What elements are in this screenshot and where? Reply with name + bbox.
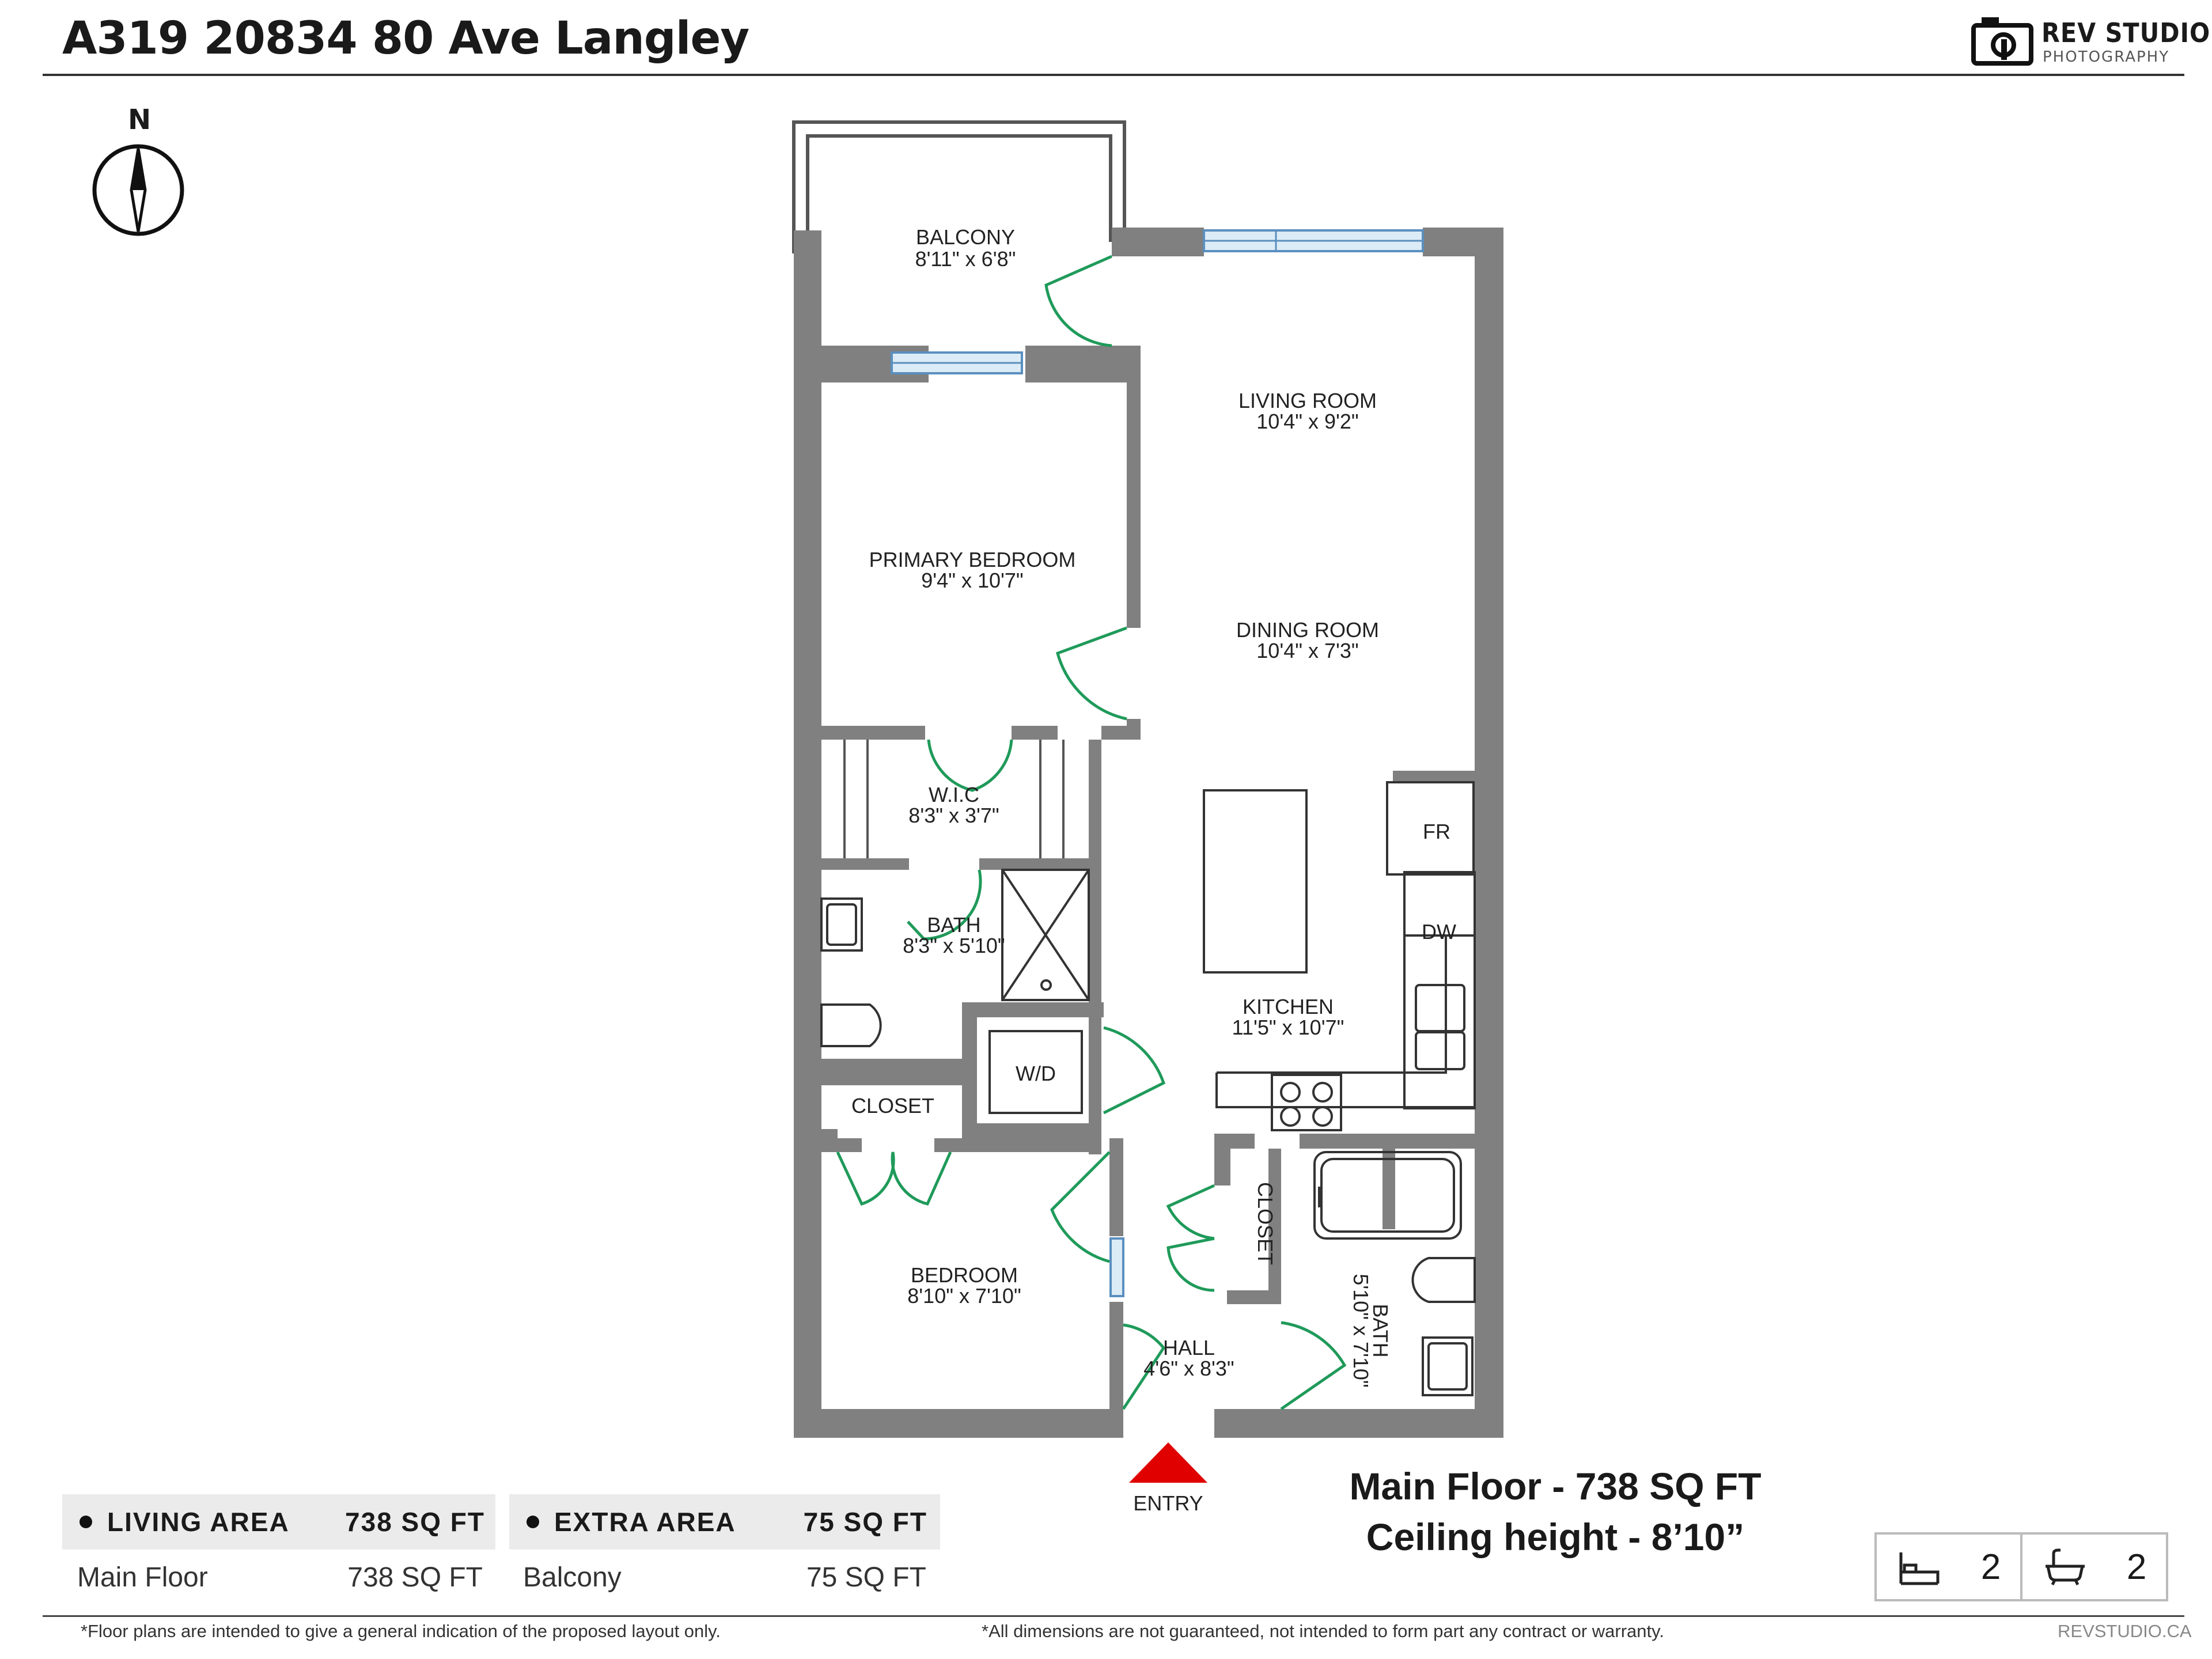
footer-divider (43, 1615, 2184, 1617)
room-name-hall: HALL (1163, 1336, 1215, 1359)
bedroom-count-value: 2 (1980, 1547, 2001, 1587)
table-row: Balcony 75 SQ FT (509, 1550, 940, 1605)
room-name-balcony: BALCONY (916, 225, 1015, 249)
floor-summary: Main Floor - 738 SQ FT Ceiling height - … (1267, 1461, 1843, 1562)
camera-icon (1971, 17, 2033, 66)
living-area-heading: LIVING AREA (107, 1507, 290, 1537)
room-counts: 2 2 (1874, 1532, 2168, 1601)
extra-area-table: EXTRA AREA 75 SQ FT Balcony 75 SQ FT (509, 1494, 940, 1605)
row-value: 75 SQ FT (806, 1562, 926, 1593)
room-dims-hall: 4'6" x 8'3" (1143, 1357, 1234, 1380)
brand-subtitle: PHOTOGRAPHY (2043, 48, 2170, 66)
room-name-closet2: CLOSET (1253, 1182, 1277, 1265)
living-area-header: LIVING AREA 738 SQ FT (62, 1494, 495, 1550)
bath1-fixtures (820, 869, 1090, 1047)
bedroom-count: 2 (1877, 1535, 2020, 1599)
living-area-table: LIVING AREA 738 SQ FT Main Floor 738 SQ … (62, 1494, 495, 1605)
summary-area: Main Floor - 738 SQ FT (1349, 1465, 1762, 1508)
room-dims-bath2: 5'10" x 7'10" (1349, 1274, 1373, 1387)
doors (836, 255, 1347, 1411)
washer-dryer (988, 1030, 1083, 1114)
row-value: 738 SQ FT (347, 1562, 483, 1593)
room-dims-living: 10'4" x 9'2" (1256, 410, 1358, 433)
room-name-living: LIVING ROOM (1238, 389, 1377, 412)
living-area-total: 738 SQ FT (345, 1507, 485, 1537)
room-dims-bedroom: 8'10" x 7'10" (907, 1284, 1021, 1308)
bathroom-count: 2 (2020, 1535, 2166, 1599)
fridge-label: FR (1423, 820, 1450, 843)
room-name-closet1: CLOSET (851, 1094, 934, 1118)
entry-label: ENTRY (1133, 1491, 1203, 1515)
room-dims-kitchen: 11'5" x 10'7" (1232, 1016, 1344, 1039)
room-dims-dining: 10'4" x 7'3" (1256, 639, 1358, 662)
brand-logo: REV STUDIO PHOTOGRAPHY (1970, 13, 2210, 68)
room-name-primary-bedroom: PRIMARY BEDROOM (869, 548, 1076, 571)
row-label: Balcony (523, 1562, 622, 1593)
extra-area-total: 75 SQ FT (803, 1507, 927, 1537)
header-divider (43, 74, 2184, 76)
extra-area-header: EXTRA AREA 75 SQ FT (509, 1494, 940, 1550)
room-dims-wic: 8'3" x 3'7" (908, 804, 999, 827)
room-dims-balcony: 8'11" x 6'8" (915, 247, 1016, 271)
bath2-fixtures (1313, 1151, 1476, 1396)
extra-area-heading: EXTRA AREA (554, 1507, 736, 1537)
room-name-dining: DINING ROOM (1236, 618, 1379, 642)
room-name-wic: W.I.C (929, 783, 979, 806)
north-label: N (128, 104, 151, 136)
walls (794, 228, 1503, 1438)
room-name-kitchen: KITCHEN (1243, 995, 1334, 1018)
closet-shelving (843, 740, 1065, 858)
balcony-railing (792, 120, 1126, 253)
footer-website: REVSTUDIO.CA (2058, 1621, 2192, 1641)
washer-dryer-label: W/D (1016, 1062, 1056, 1085)
kitchen-fixtures (1203, 781, 1476, 1131)
room-dims-bath1: 8'3" x 5'10" (903, 934, 1005, 957)
row-label: Main Floor (77, 1562, 208, 1593)
table-row: Main Floor 738 SQ FT (62, 1550, 495, 1605)
room-dims-primary-bedroom: 9'4" x 10'7" (921, 569, 1023, 592)
footer-disclaimer-layout: *Floor plans are intended to give a gene… (81, 1621, 721, 1641)
bullet-icon (527, 1516, 539, 1528)
brand-name: REV STUDIO (2041, 17, 2211, 48)
summary-ceiling: Ceiling height - 8’10” (1366, 1516, 1745, 1558)
compass-icon (92, 144, 184, 236)
room-name-bedroom: BEDROOM (911, 1263, 1018, 1287)
bathroom-count-value: 2 (2126, 1547, 2147, 1587)
bed-icon (1899, 1552, 1940, 1585)
compass: N (86, 104, 190, 242)
bathtub-icon (2045, 1548, 2085, 1586)
room-name-bath2: BATH (1369, 1304, 1392, 1357)
room-name-bath1: BATH (927, 913, 980, 937)
footer-disclaimer-dimensions: *All dimensions are not guaranteed, not … (982, 1621, 1664, 1641)
address-title: A319 20834 80 Ave Langley (62, 13, 749, 65)
bullet-icon (79, 1516, 92, 1528)
dishwasher-label: DW (1422, 920, 1456, 944)
entry-marker-icon (1129, 1442, 1207, 1483)
